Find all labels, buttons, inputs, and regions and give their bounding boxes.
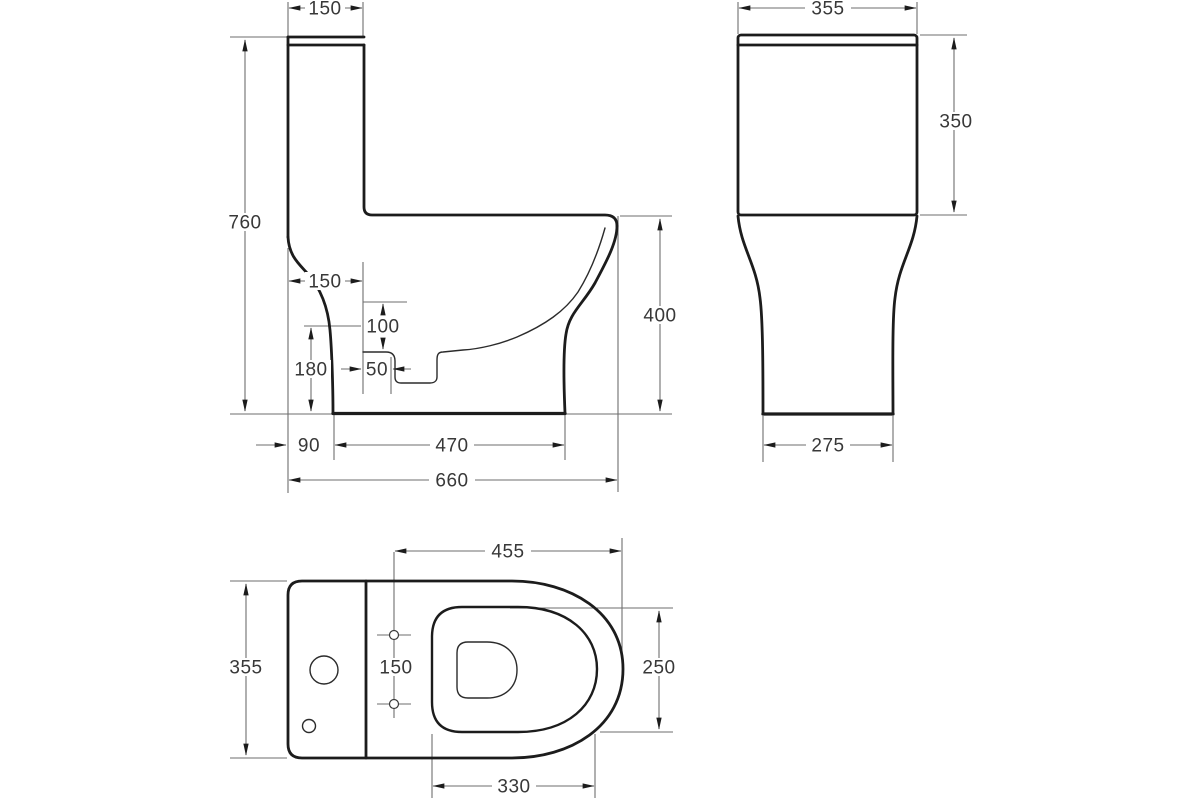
dim-label-top-hole-spacing: 150 <box>379 658 412 679</box>
dim-label-side-total-height: 760 <box>228 213 261 234</box>
dim-side-back-to-trap: 150 <box>288 272 363 293</box>
top-seat-ring <box>430 605 599 734</box>
dim-label-top-overall-width: 355 <box>229 658 262 679</box>
dim-front-tank-height: 350 <box>933 37 979 213</box>
top-water-surface <box>456 641 518 699</box>
top-toilet-outline <box>286 579 625 760</box>
top-mount-hole-lower <box>388 698 400 710</box>
dim-top-overall-width: 355 <box>223 583 269 756</box>
dim-side-base-depth: 470 <box>334 436 565 457</box>
dim-label-side-total-depth: 660 <box>435 471 468 492</box>
dim-label-side-shelf-drop: 100 <box>366 317 399 338</box>
front-toilet-outline <box>736 33 919 416</box>
dim-label-side-outlet-width: 50 <box>366 360 388 381</box>
dim-label-side-tank-top-depth: 150 <box>308 0 341 20</box>
side-view: 150 760 150 100 180 <box>223 0 683 493</box>
dim-top-front-to-holes: 455 <box>394 542 622 563</box>
dim-label-top-seat-inner-width: 250 <box>642 658 675 679</box>
front-body-right-edge <box>891 214 919 416</box>
top-small-hole <box>301 718 317 734</box>
front-view: 355 350 275 <box>736 0 979 462</box>
dim-label-top-seat-inner-length: 330 <box>497 777 530 798</box>
top-view: 455 355 150 250 330 <box>223 538 682 798</box>
dim-side-back-offset: 90 <box>256 436 320 457</box>
dim-top-seat-inner-width: 250 <box>636 610 682 730</box>
front-extension-lines <box>737 2 967 462</box>
dim-side-tank-top-depth: 150 <box>288 0 363 20</box>
dim-side-total-depth: 660 <box>288 471 618 492</box>
dim-label-side-rim-height: 400 <box>643 306 676 327</box>
side-pedestal-back-edge <box>286 235 335 415</box>
dim-top-hole-spacing: 150 <box>376 658 416 679</box>
dim-label-side-back-to-trap: 150 <box>308 272 341 293</box>
top-flush-hole <box>309 655 339 685</box>
dim-label-front-base-width: 275 <box>811 436 844 457</box>
top-body-outline <box>286 579 625 760</box>
front-tank <box>736 33 919 217</box>
dim-label-top-front-to-holes: 455 <box>491 542 524 563</box>
side-bowl-inner-profile <box>362 227 606 384</box>
dim-front-base-width: 275 <box>763 436 893 457</box>
dim-front-tank-width: 355 <box>738 0 917 20</box>
dim-side-total-height: 760 <box>223 39 267 412</box>
dim-top-seat-inner-length: 330 <box>432 777 595 798</box>
front-body-left-edge <box>736 214 765 416</box>
dim-side-shelf-drop: 100 <box>366 303 399 350</box>
dim-label-side-trap-height: 180 <box>294 360 327 381</box>
dim-side-outlet-width: 50 <box>341 360 411 381</box>
side-toilet-outline <box>286 35 619 416</box>
side-bowl-rear-edge <box>562 224 619 415</box>
dim-label-side-back-offset: 90 <box>298 436 320 457</box>
dim-label-side-base-depth: 470 <box>435 436 468 457</box>
side-extension-lines <box>230 2 672 493</box>
dim-label-front-tank-width: 355 <box>811 0 844 20</box>
dim-label-front-tank-height: 350 <box>939 112 972 133</box>
dim-side-trap-height: 180 <box>291 327 331 412</box>
top-mount-hole-upper <box>388 629 400 641</box>
dim-side-rim-height: 400 <box>637 218 683 412</box>
